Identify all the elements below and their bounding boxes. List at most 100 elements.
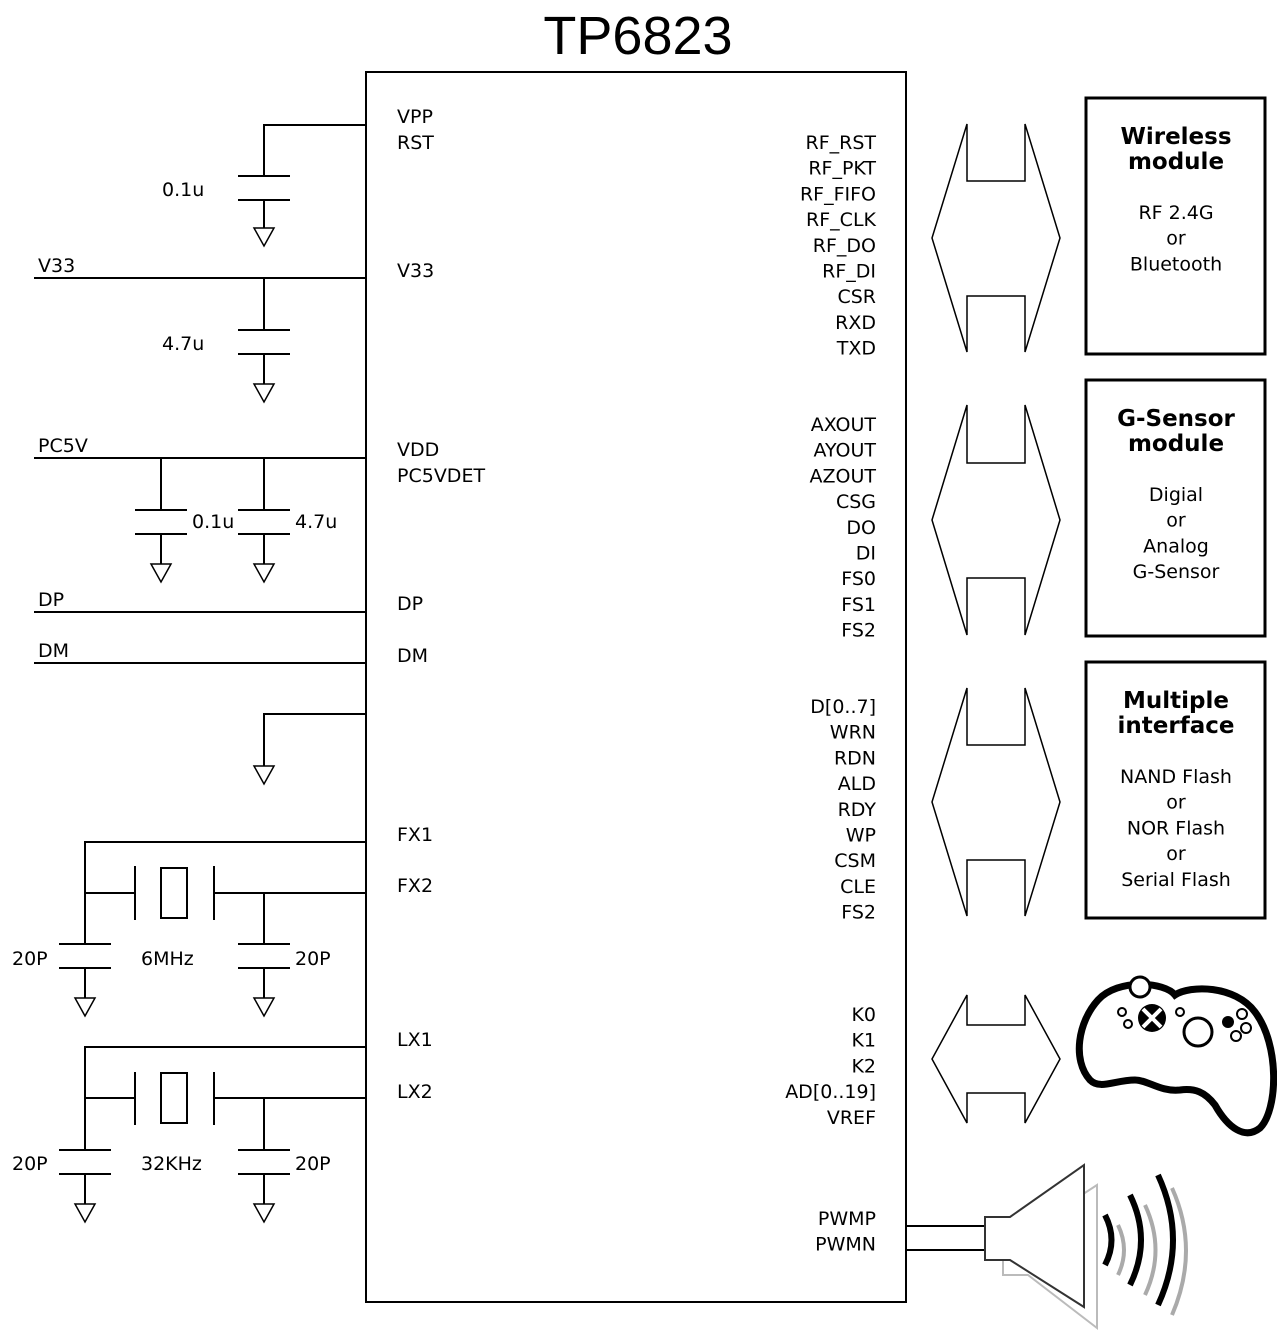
pin-label: RXD [835,312,876,334]
pin-label: RDN [834,747,876,769]
module-text: Analog [1143,535,1209,557]
pin-label: AYOUT [813,440,876,462]
fx1-wire [84,841,366,944]
ground-icon [252,765,276,786]
pin-label: DP [397,593,423,615]
pin-label: CSM [834,850,876,872]
cap-v33 [238,329,290,384]
xtal1 [160,867,188,919]
pin-label: PWMP [818,1208,876,1230]
ground-icon [73,997,97,1018]
xtal2-cl-label: 20P [12,1153,48,1175]
module-text: or [1166,228,1186,250]
pin-label: FS0 [841,568,876,590]
pin-label: VDD [397,439,439,461]
pin-label: RF_RST [806,132,877,154]
cap-rst [238,175,290,228]
module-text: or [1166,843,1186,865]
pin-label: FX1 [397,824,433,846]
pin-label: RST [397,132,434,154]
pin-label: RF_FIFO [800,183,876,205]
multiple-interface-box [1084,660,1267,920]
cap-vdd-b [238,458,290,564]
xtal2-plates [134,1072,215,1125]
module-text: or [1166,510,1186,532]
cap-vdd-b-label: 4.7u [295,511,337,533]
cap-xtal1-left [59,943,111,998]
wireless-module-box [1084,96,1267,356]
ground-icon [252,227,276,248]
xtal2 [160,1072,188,1124]
double-arrow-icon [931,994,1061,1124]
ground-icon [252,1203,276,1224]
pin-label: K0 [851,1004,876,1026]
ground-icon [73,1203,97,1224]
xtal2-cr-label: 20P [295,1153,331,1175]
module-text: NAND Flash [1120,766,1232,788]
ground-icon [149,563,173,584]
xtal1-cl-label: 20P [12,948,48,970]
pin-label: WP [846,825,876,847]
module-text: Digial [1149,484,1203,506]
cap-xtal1-right [238,943,290,998]
double-arrow-icon [931,404,1061,636]
pin-label: DO [846,517,876,539]
module-text: Bluetooth [1130,253,1222,275]
pin-label: DI [856,543,876,565]
module-title: module [1128,149,1224,175]
cap-xtal2-left [59,1149,111,1204]
pin-label: VREF [827,1107,876,1129]
gnd-wire [263,713,366,766]
pin-label: VPP [397,106,433,128]
module-title: interface [1118,713,1235,739]
ground-icon [252,383,276,404]
xtal1-cr-label: 20P [295,948,331,970]
ground-icon [252,997,276,1018]
cap-rst-label: 0.1u [162,179,204,201]
double-arrow-icon [931,123,1061,353]
dp-net-label: DP [38,589,64,611]
module-title: Multiple [1123,688,1229,714]
pin-label: FS2 [841,902,876,924]
pin-label: ALD [838,773,876,795]
cap-vdd-a-label: 0.1u [192,511,234,533]
pin-label: AZOUT [810,465,877,487]
gsensor-module-box [1084,378,1267,638]
pin-label: PC5VDET [397,465,485,487]
xtal1-label: 6MHz [141,948,194,970]
module-text: NOR Flash [1127,817,1225,839]
pin-label: K1 [851,1030,876,1052]
speaker-icon [984,1163,1188,1331]
module-text: RF 2.4G [1138,202,1213,224]
pin-label: AD[0..19] [785,1081,876,1103]
pin-label: RF_DI [822,261,876,283]
gamepad-icon [1075,975,1277,1137]
module-title: Wireless [1120,124,1231,150]
pin-label: TXD [836,338,876,360]
lx1-wire [84,1046,366,1150]
pin-label: PWMN [815,1234,876,1256]
pin-label: LX2 [397,1081,433,1103]
ground-icon [252,563,276,584]
right-pin-labels: RF_RSTRF_PKTRF_FIFORF_CLKRF_DORF_DICSRRX… [785,132,876,1256]
dm-net-label: DM [38,640,69,662]
cap-xtal2-right [238,1149,290,1204]
pin-label: FS2 [841,620,876,642]
module-title: module [1128,431,1224,457]
xtal1-plates [134,866,215,920]
module-text: Serial Flash [1121,869,1231,891]
pin-label: CLE [840,876,876,898]
cap-v33-label: 4.7u [162,333,204,355]
v33-net-label: V33 [38,255,75,277]
speaker-wires [906,1225,985,1251]
pin-label: FS1 [841,594,876,616]
module-text: G-Sensor [1133,561,1220,583]
pin-label: RF_DO [813,235,876,257]
pin-label: V33 [397,260,434,282]
module-text: or [1166,792,1186,814]
cap-vdd-a [135,458,187,564]
pin-label: D[0..7] [810,696,876,718]
